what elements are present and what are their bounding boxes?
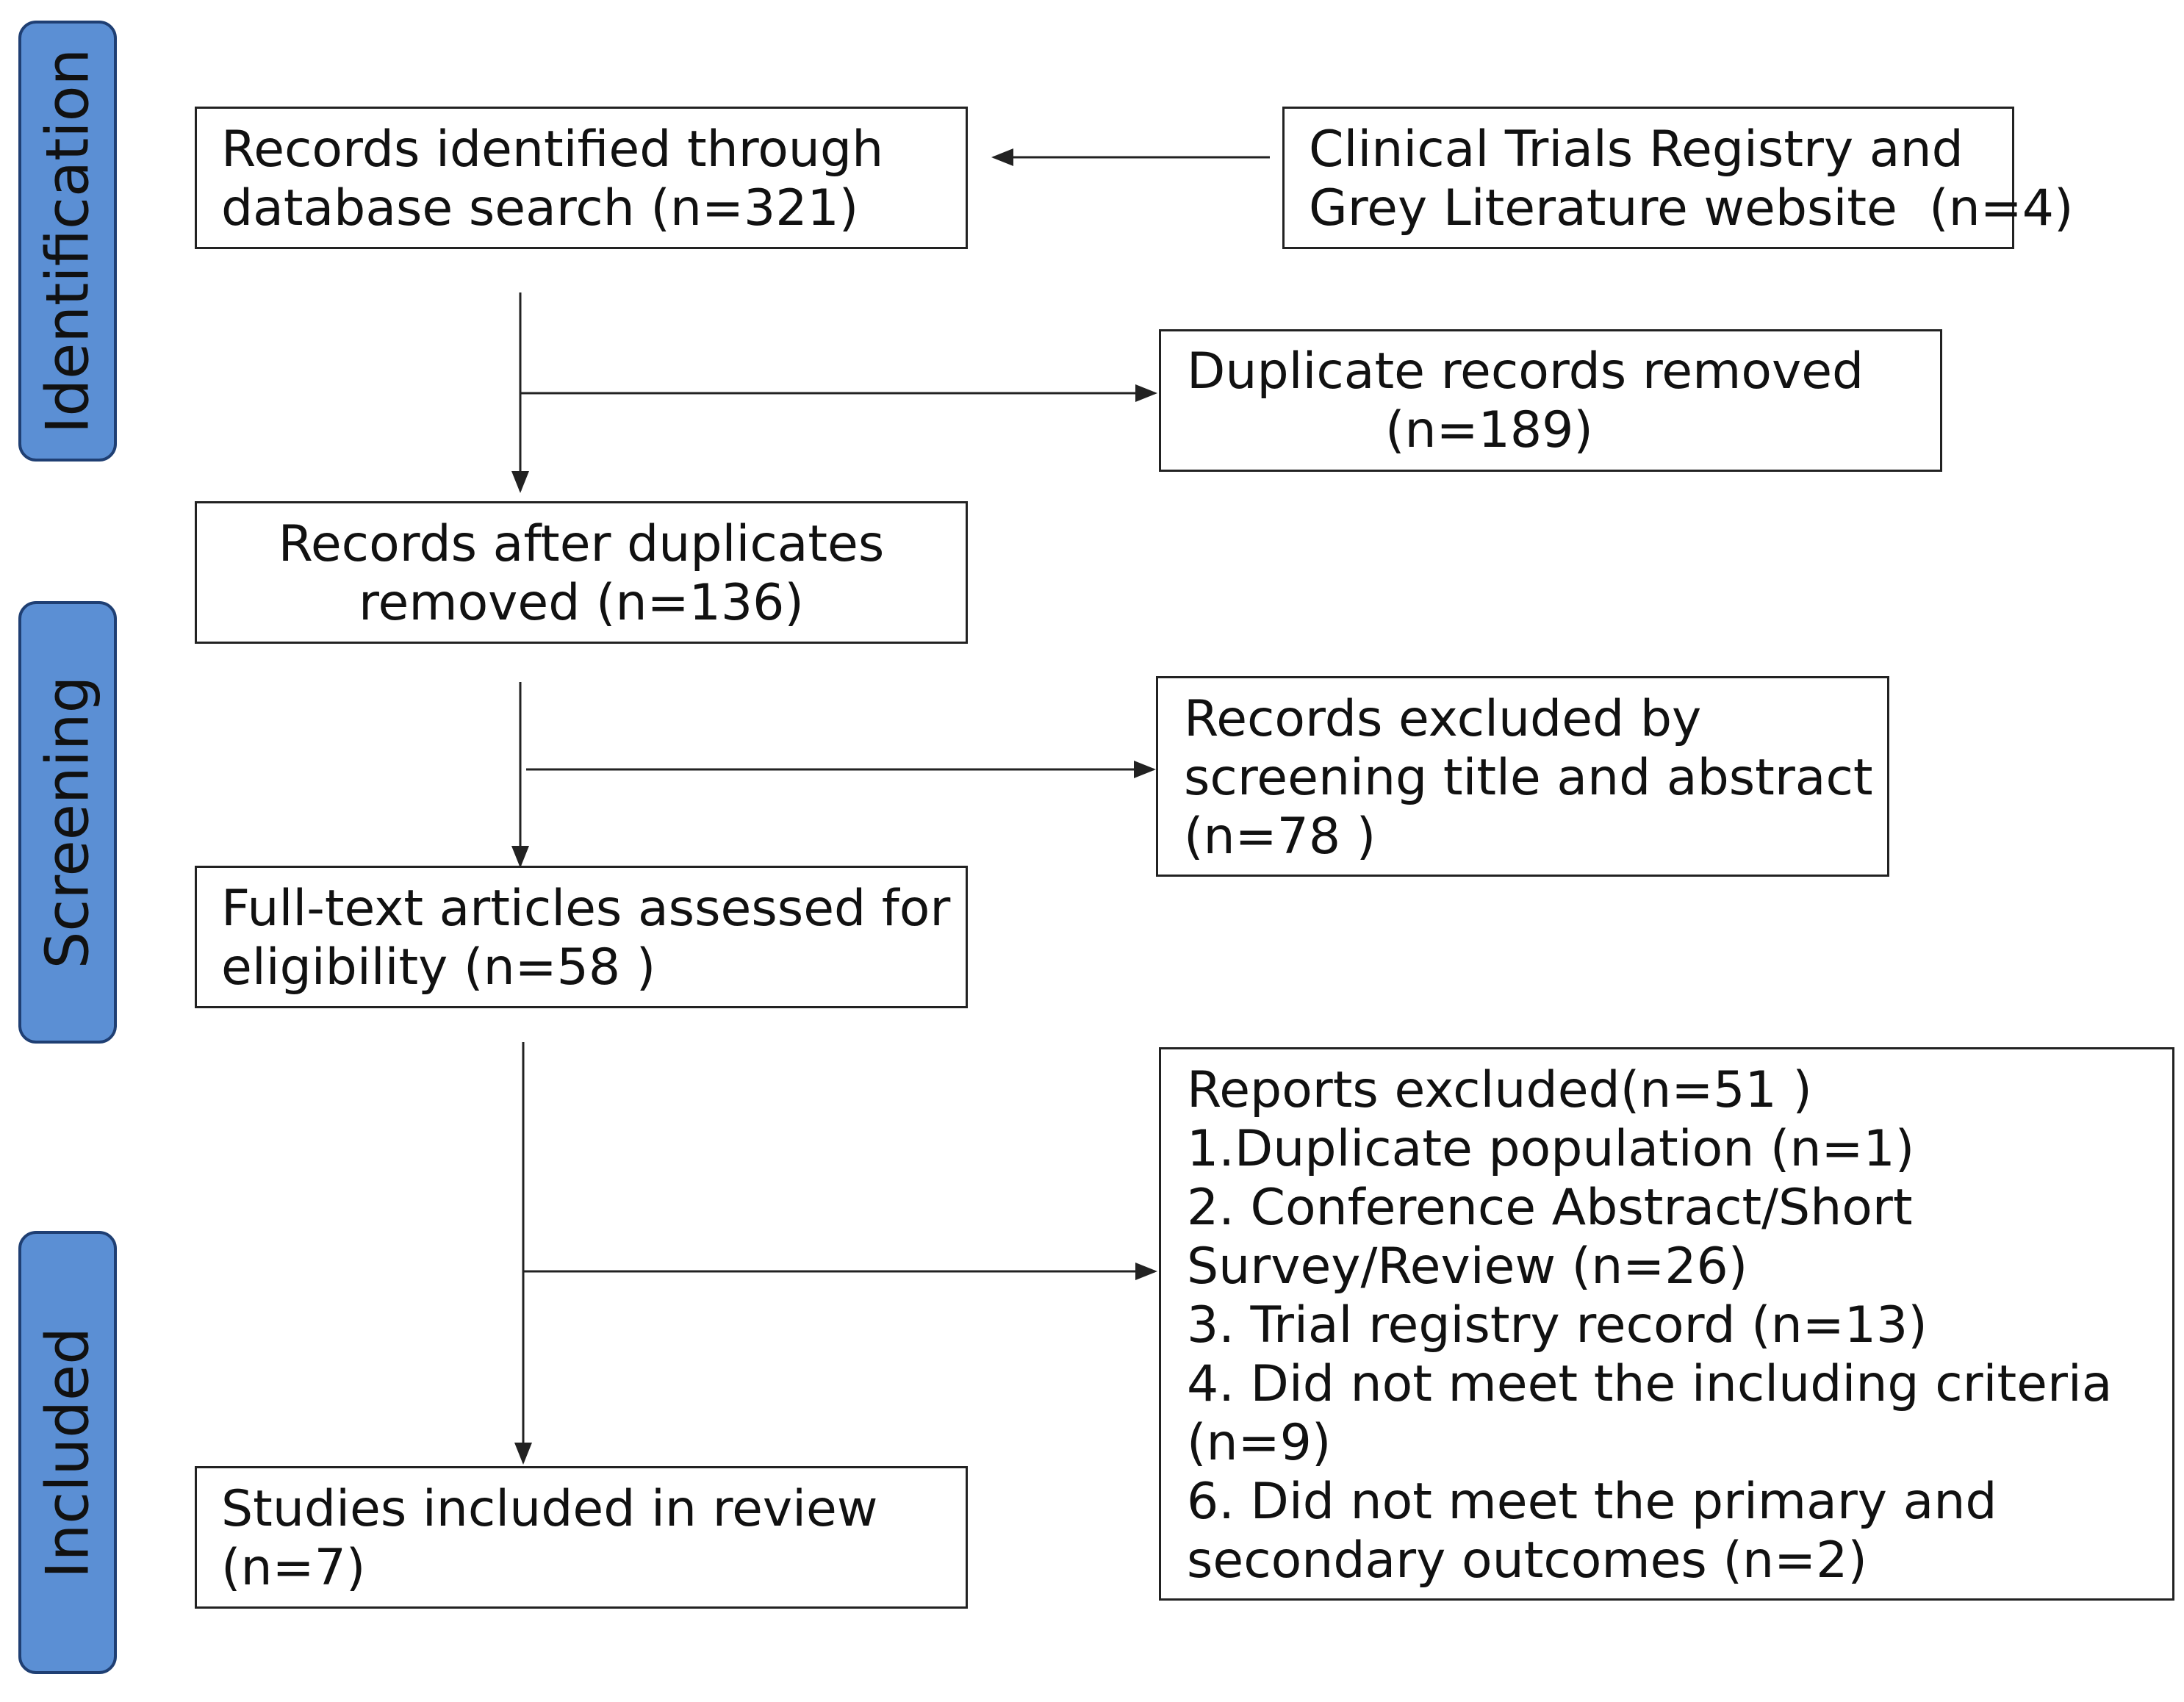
box-line: 1.Duplicate population (n=1)	[1187, 1120, 1915, 1178]
box-reports-excluded: Reports excluded(n=51 ) 1.Duplicate popu…	[1159, 1047, 2174, 1601]
box-line: Grey Literature website (n=4)	[1309, 179, 2074, 237]
stage-included: Included	[18, 1231, 117, 1674]
box-line: Records identified through	[221, 121, 884, 179]
box-records-identified: Records identified through database sear…	[195, 107, 968, 249]
box-line: database search (n=321)	[221, 179, 859, 237]
box-line: Survey/Review (n=26)	[1187, 1238, 1748, 1296]
box-line: eligibility (n=58 )	[221, 938, 656, 997]
box-line: 6. Did not meet the primary and	[1187, 1473, 1997, 1531]
box-line: Studies included in review	[221, 1480, 878, 1538]
box-line: Clinical Trials Registry and	[1309, 121, 1964, 179]
box-line: (n=7)	[221, 1539, 366, 1597]
box-clinical-trials: Clinical Trials Registry and Grey Litera…	[1282, 107, 2074, 249]
box-line: Duplicate records removed	[1187, 342, 1864, 401]
box-duplicates-removed: Duplicate records removed (n=189)	[1159, 329, 1942, 472]
box-line: (n=9)	[1187, 1414, 1332, 1472]
box-line: 2. Conference Abstract/Short	[1187, 1179, 1913, 1237]
box-full-text: Full-text articles assessed for eligibil…	[195, 866, 968, 1008]
box-line: screening title and abstract	[1184, 749, 1873, 807]
box-line: 3. Trial registry record (n=13)	[1187, 1296, 1928, 1354]
box-line: Reports excluded(n=51 )	[1187, 1061, 1812, 1119]
box-studies-included: Studies included in review (n=7)	[195, 1466, 968, 1609]
stage-identification: Identification	[18, 21, 117, 462]
box-after-duplicates: Records after duplicates removed (n=136)	[195, 501, 968, 644]
box-line: (n=189)	[1385, 401, 1593, 459]
box-line: secondary outcomes (n=2)	[1187, 1532, 1867, 1590]
box-line: (n=78 )	[1184, 808, 1376, 866]
box-line: Full-text articles assessed for	[221, 880, 951, 938]
box-line: removed (n=136)	[359, 574, 804, 632]
box-line: Records excluded by	[1184, 690, 1702, 748]
box-line: Records after duplicates	[278, 515, 885, 573]
stage-screening: Screening	[18, 601, 117, 1044]
box-excluded-screening: Records excluded by screening title and …	[1156, 676, 1889, 877]
box-line: 4. Did not meet the including criteria	[1187, 1355, 2113, 1413]
